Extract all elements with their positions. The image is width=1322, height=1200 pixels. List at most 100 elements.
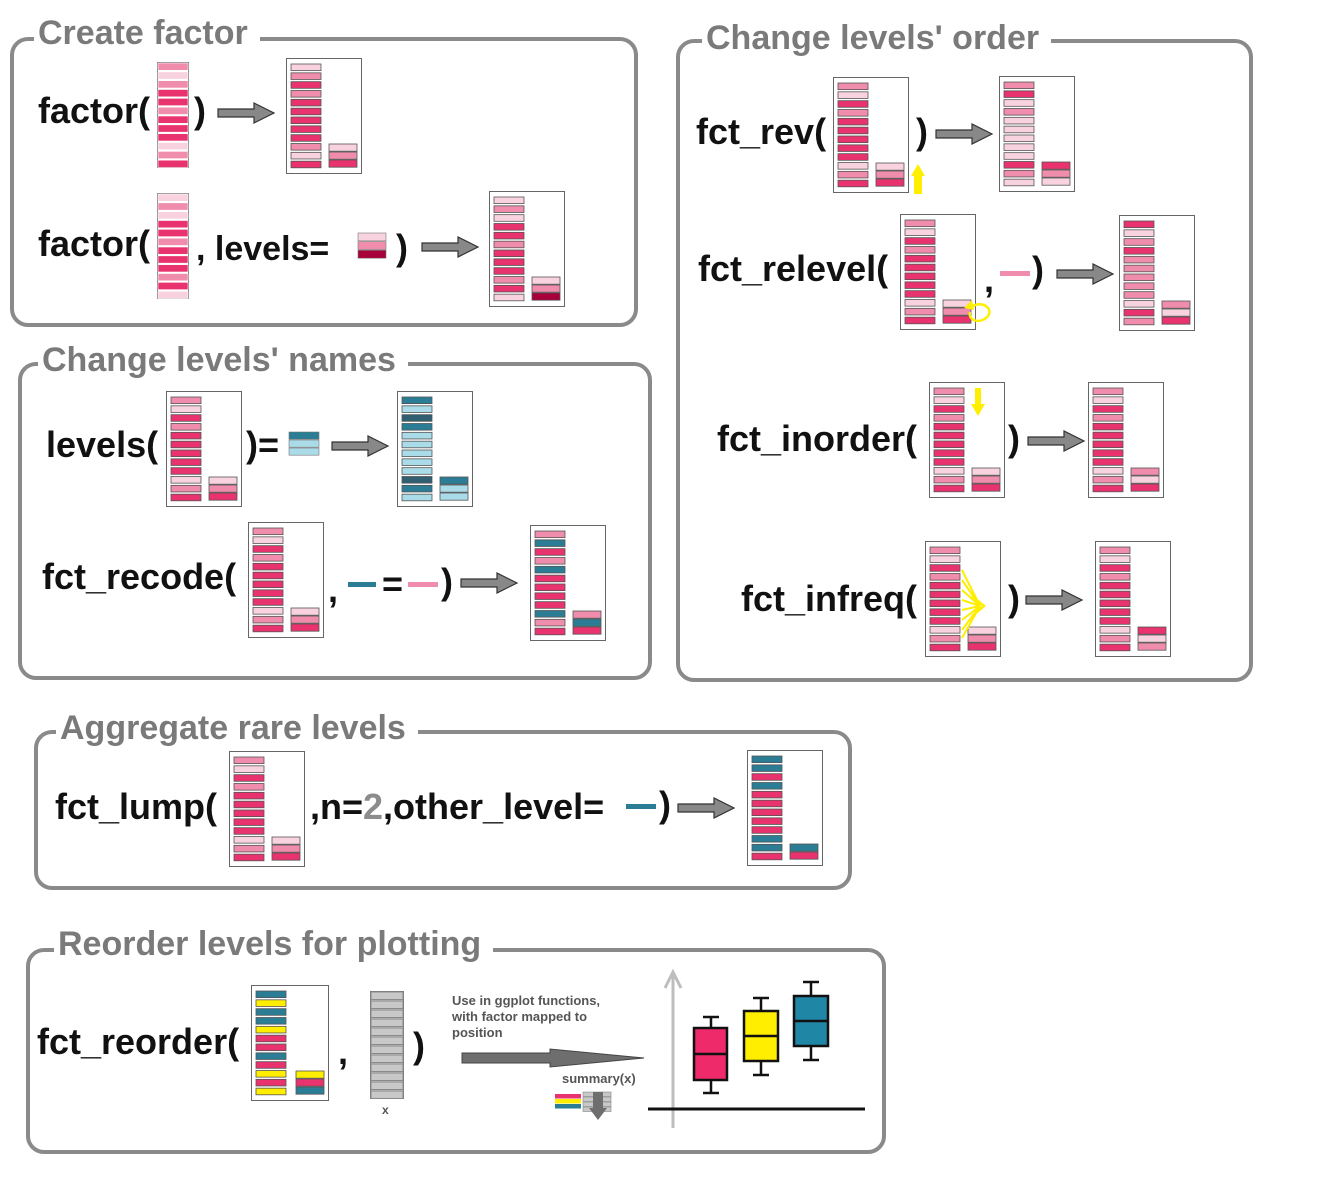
arrow-icon-shape — [460, 572, 519, 594]
factor-output-reversed-cell — [1003, 152, 1035, 160]
factor-input-cell — [837, 179, 869, 188]
factor-output-levels-cell — [493, 214, 525, 222]
factor-output-cell — [290, 98, 322, 107]
factor-output-teal-cell — [401, 484, 433, 493]
relevel-arrow-icon-head — [964, 300, 974, 310]
factor-output-teal-cell — [401, 405, 433, 413]
factor-output-releveled-cell — [1123, 308, 1155, 317]
factor-output-levels-cell — [493, 249, 525, 258]
arrow-icon-shape — [1025, 589, 1084, 611]
factor-output-levels-level — [531, 284, 561, 293]
factor-input-colored-cell — [255, 1078, 287, 1087]
factor-input-colored-level — [295, 1070, 325, 1079]
factor-output-lumped-cell — [751, 843, 783, 852]
arrow-icon-shape — [1056, 263, 1115, 285]
factor-output-teal-cell — [401, 440, 433, 449]
vector-factor-input-2-cell — [157, 282, 189, 290]
factor-output-cell — [290, 151, 322, 160]
factor-input-cell — [837, 109, 869, 117]
levels-swatch-teal-level — [288, 439, 320, 448]
level-dash-pink-shape — [1000, 271, 1030, 276]
factor-input-cell — [904, 307, 936, 316]
numeric-vector-x-cell — [370, 1072, 404, 1081]
factor-input-cell — [252, 624, 284, 633]
factor-output-inorder-cell — [1092, 431, 1124, 440]
factor-input-level — [967, 626, 997, 635]
factor-input-level — [208, 492, 238, 501]
factor-output-recoded-cell — [534, 592, 566, 600]
vector-factor-input-2-cell — [157, 273, 189, 282]
factor-output-reversed-level — [1041, 169, 1071, 178]
factor-input-cell — [904, 281, 936, 289]
fn-fct-inorder: fct_inorder( — [717, 418, 918, 459]
boxplot — [648, 968, 865, 1128]
factor-output-cell — [290, 90, 322, 98]
note-line-2: with factor mapped to — [452, 1009, 588, 1024]
factor-output-infreq-cell — [1099, 643, 1131, 652]
factor-output-releveled-cell — [1123, 238, 1155, 246]
factor-input-cell — [170, 414, 202, 422]
factor-input-colored-cell — [255, 990, 287, 999]
summary-icon — [555, 1091, 612, 1120]
close-paren: ) — [1032, 249, 1044, 290]
factor-input-colored-cell — [255, 1034, 287, 1043]
vector-factor-input-2-cell — [157, 246, 189, 255]
factor-output-inorder-level — [1130, 483, 1160, 492]
factor-output-lumped-cell — [751, 755, 783, 764]
factor-output-recoded-cell — [534, 539, 566, 547]
factor-input-cell — [929, 643, 961, 652]
factor-output-teal-level — [439, 484, 469, 493]
factor-input-colored-cell — [255, 1087, 287, 1096]
factor-output-lumped-cell — [751, 790, 783, 799]
factor-output-recoded-level — [572, 626, 602, 635]
inorder-arrow-icon-shape — [971, 388, 985, 416]
factor-output-reversed-cell — [1003, 99, 1035, 107]
factor-output-levels-level — [531, 276, 561, 285]
vector-factor-input-cell — [157, 80, 189, 89]
factor-output-recoded-cell — [534, 627, 566, 636]
numeric-vector-x-cell — [370, 1027, 404, 1036]
factor-output-reversed — [999, 76, 1075, 192]
factor-output-levels-cell — [493, 240, 525, 249]
factor-input — [248, 522, 324, 638]
factor-output-infreq-cell — [1099, 555, 1131, 563]
factor-input-cell — [933, 405, 965, 413]
factor-input — [833, 77, 909, 193]
infreq-arrows-icon — [961, 569, 986, 639]
factor-output-releveled-cell — [1123, 247, 1155, 255]
factor-output-lumped-cell — [751, 826, 783, 834]
factor-output-levels-cell — [493, 196, 525, 205]
factor-output-reversed-cell — [1003, 90, 1035, 98]
factor-output-teal-level — [439, 492, 469, 501]
factor-input-cell — [170, 431, 202, 440]
factor-input-cell — [933, 387, 965, 396]
factor-input — [900, 214, 976, 330]
levels-swatch-teal — [288, 431, 320, 456]
factor-input-cell — [837, 144, 869, 152]
factor-output-recoded-level — [572, 610, 602, 619]
arrow-icon-shape — [1027, 430, 1086, 452]
factor-input-cell — [904, 316, 936, 325]
factor-input-cell — [170, 396, 202, 405]
factor-input-cell — [837, 117, 869, 126]
factor-input-cell — [904, 290, 936, 298]
summary-icon-level — [555, 1099, 581, 1104]
factor-output-levels-level — [531, 292, 561, 301]
n-value: 2 — [363, 786, 384, 827]
factor-input-cell — [233, 844, 265, 853]
factor-input-cell — [837, 162, 869, 170]
assign-op: )= — [246, 424, 280, 465]
factor-output-infreq-level — [1137, 642, 1167, 651]
factor-output-levels-cell — [493, 276, 525, 284]
infreq-arrows-icon-ray — [961, 599, 981, 607]
factor-output-levels — [489, 191, 565, 307]
factor-input-colored-cell — [255, 1017, 287, 1025]
factor-input-cell — [904, 299, 936, 307]
factor-input-cell — [933, 449, 965, 457]
factor-output-releveled-cell — [1123, 273, 1155, 282]
factor-input-cell — [252, 571, 284, 580]
levels-arg: , levels= — [196, 230, 330, 268]
factor-input-level — [290, 607, 320, 616]
numeric-vector-x-cell — [370, 1009, 404, 1018]
factor-output-releveled-cell — [1123, 291, 1155, 299]
